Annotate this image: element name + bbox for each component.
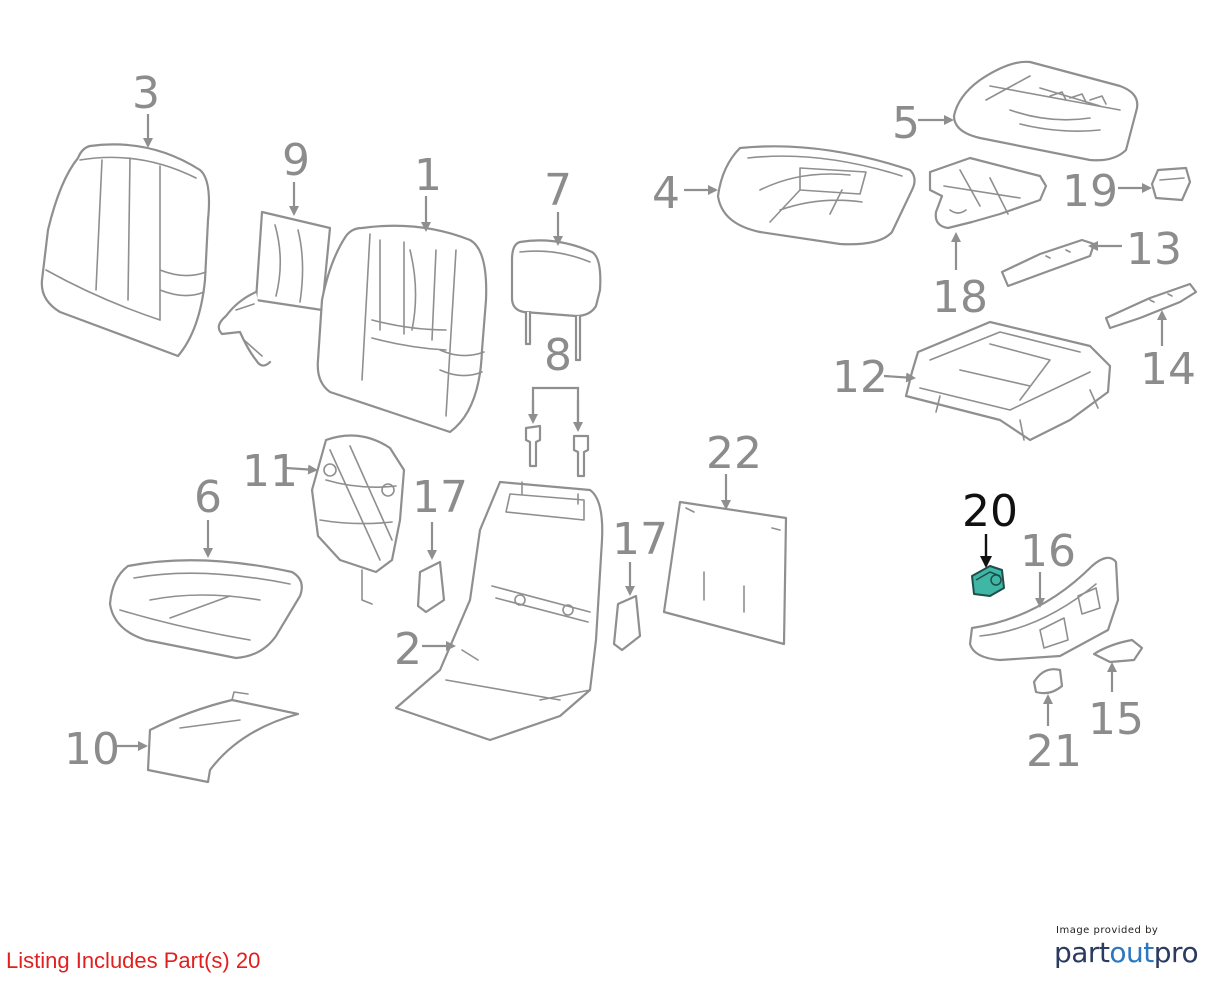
logo-out: out: [1109, 936, 1154, 969]
callout-5: 5: [892, 98, 920, 149]
part-17-right-cover: [612, 594, 642, 652]
part-6-seat-cover: [108, 559, 303, 660]
part-18-bracket: [928, 156, 1048, 230]
callout-6: 6: [194, 472, 222, 523]
image-credit: Image provided by partoutpro: [1054, 925, 1224, 969]
callout-14: 14: [1140, 344, 1196, 395]
logo-part: part: [1054, 936, 1110, 969]
part-19-clip: [1150, 166, 1192, 202]
part-13-trim: [1000, 238, 1096, 288]
part-11-mechanism: [310, 434, 406, 605]
callout-11: 11: [242, 446, 298, 497]
callout-1: 1: [414, 150, 442, 201]
part-12-seat-track: [904, 320, 1112, 442]
callout-22: 22: [706, 428, 762, 479]
leader-8: [531, 386, 580, 428]
callout-13: 13: [1126, 224, 1182, 275]
part-9-lumbar-panel: [217, 210, 332, 367]
part-10-pad-insert: [146, 691, 300, 784]
logo-pro: pro: [1153, 936, 1199, 969]
part-3-seatback-cover: [40, 143, 211, 358]
callout-17-right: 17: [612, 514, 668, 565]
callout-18: 18: [932, 272, 988, 323]
callout-15: 15: [1088, 694, 1144, 745]
callout-7: 7: [544, 165, 572, 216]
leader-12: [883, 372, 916, 383]
part-7-headrest: [510, 239, 602, 362]
part-14-trim: [1104, 282, 1198, 330]
callout-8: 8: [544, 330, 572, 381]
callout-21: 21: [1026, 726, 1082, 777]
part-15-lever: [1092, 638, 1144, 664]
partoutpro-logo[interactable]: partoutpro: [1054, 936, 1224, 969]
part-16-side-trim: [968, 556, 1120, 662]
leader-11: [285, 464, 318, 475]
callout-9: 9: [282, 135, 310, 186]
callout-17-left: 17: [412, 472, 468, 523]
callout-10: 10: [64, 724, 120, 775]
callout-2: 2: [394, 624, 422, 675]
part-20-switch-highlighted[interactable]: [971, 565, 1005, 597]
part-1-seatback-pad: [316, 224, 488, 434]
part-17-left-cover: [416, 560, 446, 614]
part-21-knob: [1032, 668, 1064, 695]
callout-20: 20: [962, 486, 1018, 537]
callout-4: 4: [652, 168, 680, 219]
listing-includes-text: Listing Includes Part(s) 20: [6, 948, 261, 973]
callout-3: 3: [132, 68, 160, 119]
part-8-headrest-guides: [524, 424, 590, 478]
credit-caption: Image provided by: [1056, 925, 1159, 936]
part-2-seat-frame: [394, 480, 604, 742]
callout-19: 19: [1062, 166, 1118, 217]
part-4-seat-cushion: [716, 145, 916, 246]
part-22-back-panel: [662, 500, 788, 646]
callout-16: 16: [1020, 526, 1076, 577]
callout-12: 12: [832, 352, 888, 403]
part-5-cushion-shell: [952, 60, 1139, 162]
